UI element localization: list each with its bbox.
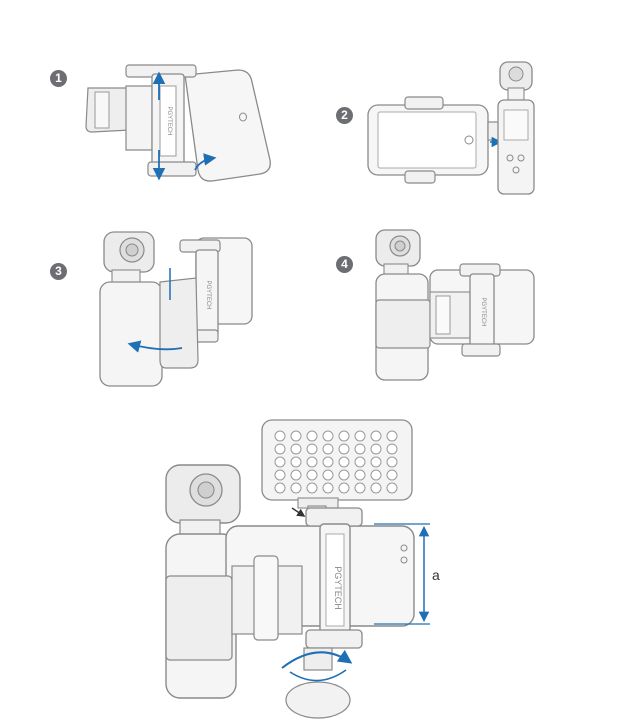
led-dot [354, 469, 366, 481]
step-1-arrow-rotate [194, 153, 217, 171]
led-dot [306, 469, 318, 481]
led-dot [322, 443, 334, 455]
led-dot [306, 482, 318, 494]
step-3-gimbal [99, 231, 163, 387]
final-phone-holder: PGYTECH [305, 507, 363, 649]
led-dot [290, 469, 302, 481]
step-4-clamp-band [375, 299, 431, 349]
step-4-brand-mark: PGYTECH [480, 297, 486, 326]
step-badge-1: 1 [50, 70, 67, 87]
led-dot [322, 469, 334, 481]
step-3-illustration: PGYTECH [99, 231, 253, 387]
led-dot [354, 430, 366, 442]
final-brand-mark: PGYTECH [333, 566, 343, 610]
dimension-indicator: a [374, 523, 440, 625]
led-dot [386, 456, 398, 468]
led-dot [386, 443, 398, 455]
led-dot [354, 482, 366, 494]
led-dot [322, 456, 334, 468]
step-badge-3: 3 [50, 263, 67, 280]
step-3-clamp-band [159, 277, 199, 369]
step-1-illustration: PGYTECH [85, 64, 271, 182]
led-dot [370, 456, 382, 468]
step-4-phone-holder: PGYTECH [459, 263, 501, 357]
led-dot [322, 430, 334, 442]
led-dot [274, 430, 286, 442]
step-3-arrow-wrap [127, 340, 183, 353]
led-light [261, 419, 413, 521]
led-dot [338, 482, 350, 494]
led-dot [338, 443, 350, 455]
step-2-phone [367, 104, 489, 176]
led-grid [274, 430, 398, 494]
step-2-bottom-clip [404, 170, 436, 184]
led-dot [354, 456, 366, 468]
dimension-label: a [432, 567, 440, 583]
led-dot [274, 482, 286, 494]
led-dot [338, 469, 350, 481]
led-dot [290, 443, 302, 455]
final-assembly-illustration: PGYTECH a [165, 419, 440, 719]
final-arrow-rotate-lower [289, 669, 347, 682]
led-dot [354, 443, 366, 455]
step-1-phone [184, 69, 271, 182]
led-dot [370, 430, 382, 442]
step-badge-4: 4 [336, 256, 353, 273]
led-dot [338, 456, 350, 468]
led-dot [370, 482, 382, 494]
step-2-top-clip [404, 96, 444, 110]
step-4-illustration: PGYTECH [375, 229, 535, 381]
led-dot [306, 430, 318, 442]
step-1-brand-mark: PGYTECH [166, 106, 172, 135]
step-2-gimbal [497, 61, 535, 195]
led-dot [306, 443, 318, 455]
final-arrow-rotate [281, 649, 353, 669]
led-dot [290, 430, 302, 442]
led-dot [322, 482, 334, 494]
step-3-brand-mark: PGYTECH [205, 280, 211, 309]
led-dot [274, 456, 286, 468]
led-dot [274, 469, 286, 481]
led-dot [306, 456, 318, 468]
final-clamp-band [165, 575, 233, 661]
led-dot [386, 430, 398, 442]
led-dot [370, 469, 382, 481]
step-badge-2: 2 [336, 107, 353, 124]
led-dot [386, 482, 398, 494]
led-dot [290, 482, 302, 494]
final-arrow-mount [291, 507, 306, 517]
led-dot [370, 443, 382, 455]
led-dot [290, 456, 302, 468]
step-1-phone-holder: PGYTECH [125, 64, 197, 177]
step-2-illustration [367, 61, 535, 195]
tripod-ball-head [285, 681, 351, 719]
led-dot [386, 469, 398, 481]
led-dot [274, 443, 286, 455]
led-dot [338, 430, 350, 442]
step-1-clamp-plate [125, 85, 153, 151]
